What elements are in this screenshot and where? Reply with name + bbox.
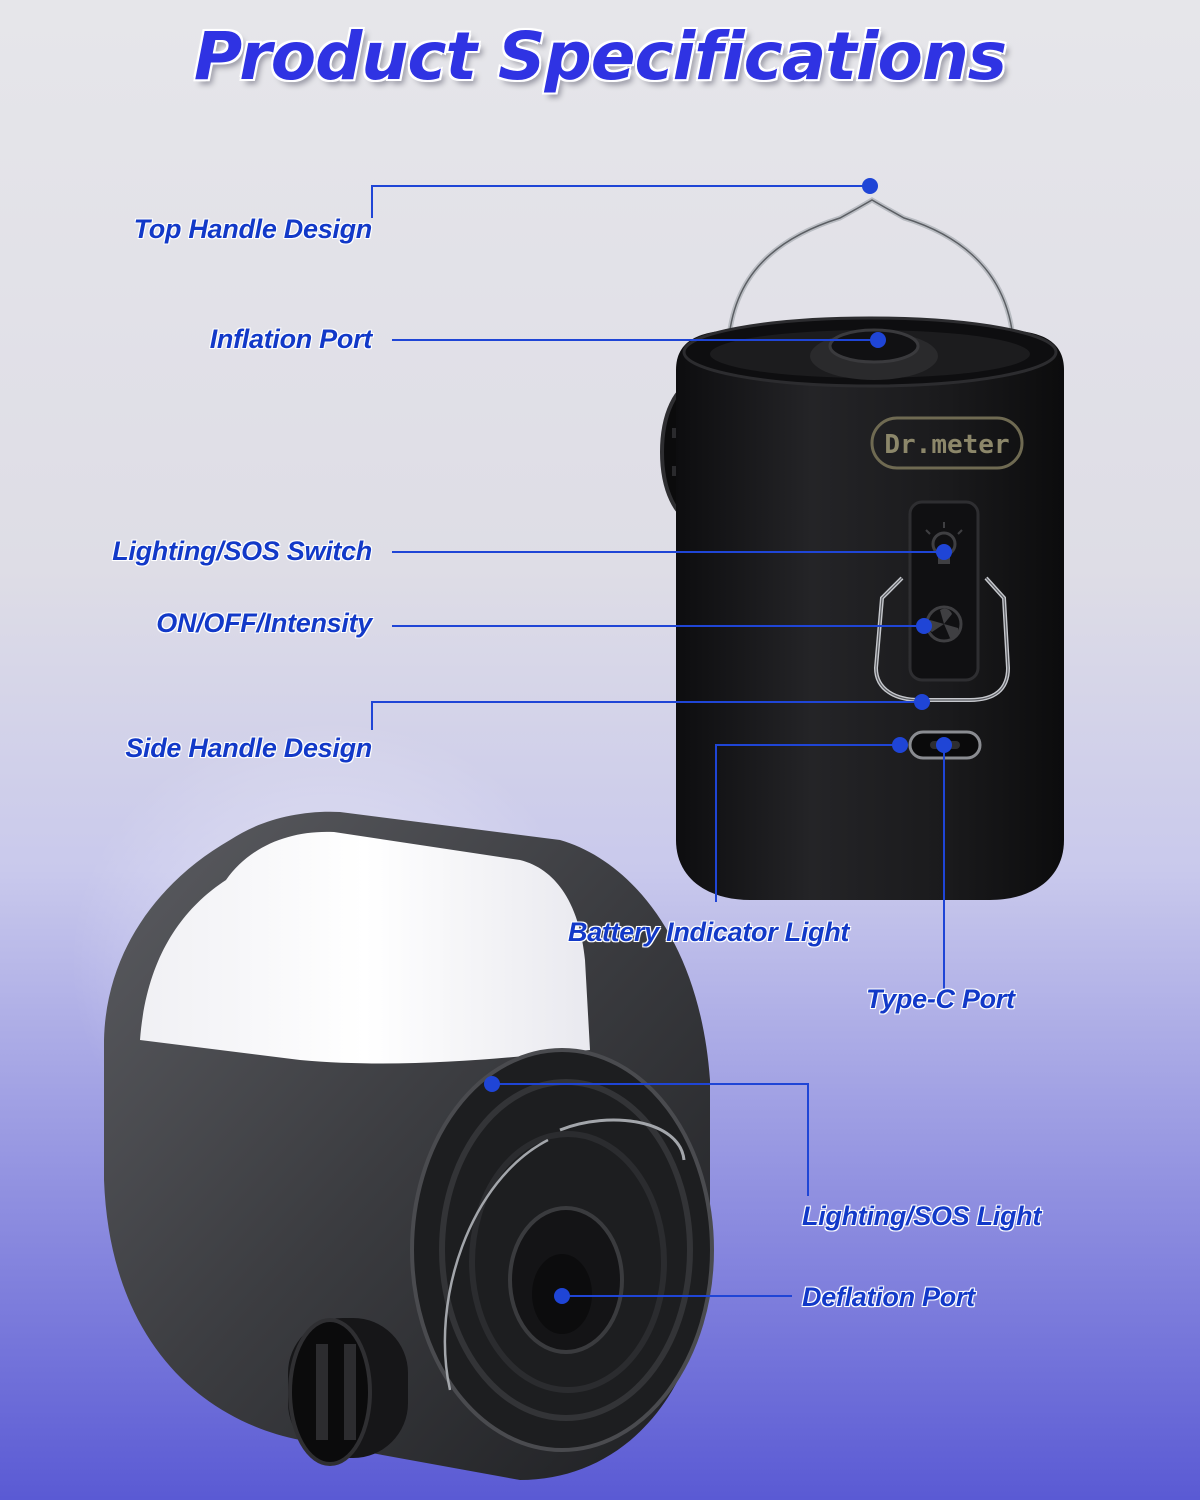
line-side-handle <box>371 701 922 730</box>
callout-dots <box>484 178 952 1304</box>
line-sos-light <box>492 1083 809 1196</box>
lamp-panel <box>140 831 590 1064</box>
label-side-handle: Side Handle Design <box>125 733 372 763</box>
brand-logo: Dr.meter <box>884 430 1009 460</box>
dot-inflation-port <box>870 332 886 348</box>
dot-on-off <box>916 618 932 634</box>
dot-lighting-switch <box>936 544 952 560</box>
dot-sos-light <box>484 1076 500 1092</box>
line-top-handle <box>371 185 870 218</box>
dot-top-handle <box>862 178 878 194</box>
label-type-c: Type-C Port <box>866 984 1015 1014</box>
dot-side-handle <box>914 694 930 710</box>
pump-upright: Dr.meter <box>660 197 1064 900</box>
label-deflation-port: Deflation Port <box>802 1282 975 1312</box>
dot-battery-light <box>892 737 908 753</box>
dot-type-c <box>936 737 952 753</box>
pump-lying <box>70 720 714 1480</box>
dot-deflation-port <box>554 1288 570 1304</box>
line-battery-light <box>715 744 900 902</box>
callout-lines <box>371 185 945 1297</box>
label-top-handle: Top Handle Design <box>133 214 373 244</box>
label-inflation-port: Inflation Port <box>209 324 373 354</box>
label-battery-light: Battery Indicator Light <box>568 917 850 947</box>
label-sos-light: Lighting/SOS Light <box>802 1201 1042 1231</box>
page-title: Product Specifications <box>193 18 1007 95</box>
label-lighting-switch: Lighting/SOS Switch <box>112 536 372 566</box>
label-on-off: ON/OFF/Intensity <box>156 608 372 638</box>
